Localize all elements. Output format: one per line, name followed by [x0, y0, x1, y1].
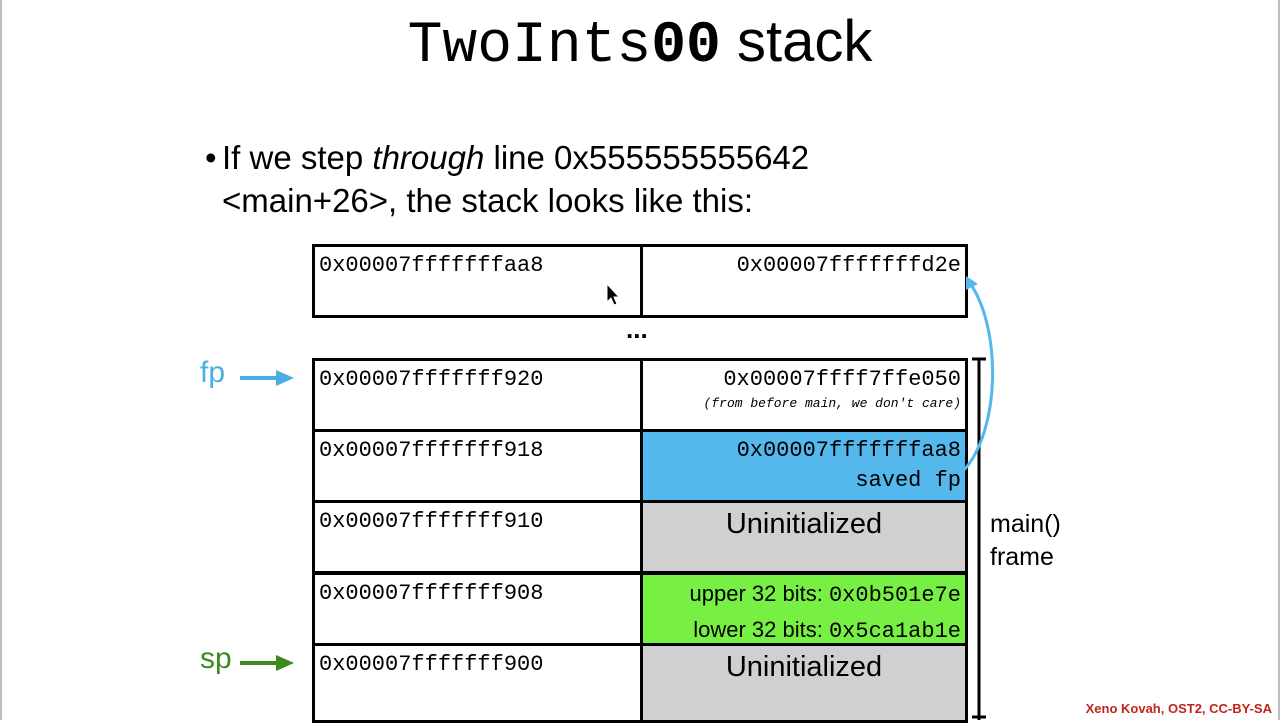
main-frame-label: main() frame	[990, 510, 1061, 571]
int-values-cell: upper 32 bits: 0x0b501e7e lower 32 bits:…	[643, 575, 965, 644]
stack-row-top: 0x00007fffffffaa8 0x00007fffffffd2e	[312, 244, 968, 318]
uninitialized-label: Uninitialized	[725, 651, 883, 683]
title-mono: TwoInts	[407, 14, 652, 79]
stack-address: 0x00007fffffff918	[319, 438, 544, 463]
frame-bracket-icon	[972, 357, 986, 720]
upper-bits: upper 32 bits: 0x0b501e7e	[689, 581, 961, 608]
uninitialized-cell: Uninitialized	[643, 646, 965, 720]
sp-label: sp	[200, 642, 232, 675]
stack-address: 0x00007fffffff908	[319, 581, 544, 606]
stack-value-cell: 0x00007ffff7ffe050 (from before main, we…	[643, 361, 965, 429]
stack-value-note: (from before main, we don't care)	[703, 396, 961, 411]
saved-fp-label: saved fp	[855, 468, 961, 493]
title-mono-bold: 00	[651, 14, 721, 79]
bullet-emphasis: through	[372, 139, 485, 176]
bullet-line-2: <main+26>, the stack looks like this:	[222, 182, 754, 219]
cell-divider	[640, 503, 643, 571]
stack-row-920: 0x00007fffffff920 0x00007ffff7ffe050 (fr…	[312, 358, 968, 432]
bullet-dot: •	[205, 139, 217, 176]
stack-address: 0x00007fffffffaa8	[319, 253, 544, 278]
stack-row-910: 0x00007fffffff910 Uninitialized	[312, 500, 968, 574]
title-sans: stack	[720, 9, 873, 74]
uninitialized-cell: Uninitialized	[643, 503, 965, 571]
fp-arrow-icon	[240, 370, 294, 386]
right-border	[1278, 0, 1280, 720]
uninitialized-label: Uninitialized	[725, 508, 883, 540]
fp-label: fp	[200, 356, 226, 389]
slide-title: TwoInts00 stack	[0, 8, 1280, 81]
cell-divider	[640, 361, 643, 429]
stack-row-908: 0x00007fffffff908 upper 32 bits: 0x0b501…	[312, 572, 968, 646]
bullet-line-1: If we step through line 0x555555555642	[222, 139, 810, 176]
stack-address: 0x00007fffffff910	[319, 509, 544, 534]
stack-row-900: 0x00007fffffff900 Uninitialized	[312, 643, 968, 723]
cell-divider	[640, 575, 643, 643]
stack-value-cell: 0x00007fffffffd2e	[643, 247, 965, 315]
credit-text: Xeno Kovah, OST2, CC-BY-SA	[1085, 701, 1272, 716]
cell-divider	[640, 247, 643, 315]
left-border	[0, 0, 2, 720]
stack-address: 0x00007fffffff900	[319, 652, 544, 677]
mouse-pointer-icon	[606, 282, 621, 306]
saved-fp-link-arrow-icon	[962, 276, 995, 472]
stack-value: 0x00007fffffffaa8	[736, 438, 961, 463]
cell-divider	[640, 432, 643, 500]
sp-arrow-icon	[240, 655, 294, 671]
ellipsis: ...	[626, 314, 648, 344]
stack-value: 0x00007ffff7ffe050	[723, 367, 961, 392]
saved-fp-cell: 0x00007fffffffaa8 saved fp	[643, 432, 965, 500]
stack-address: 0x00007fffffff920	[319, 367, 544, 392]
cell-divider	[640, 646, 643, 720]
stack-value: 0x00007fffffffd2e	[736, 253, 961, 278]
lower-bits: lower 32 bits: 0x5ca1ab1e	[693, 617, 961, 644]
